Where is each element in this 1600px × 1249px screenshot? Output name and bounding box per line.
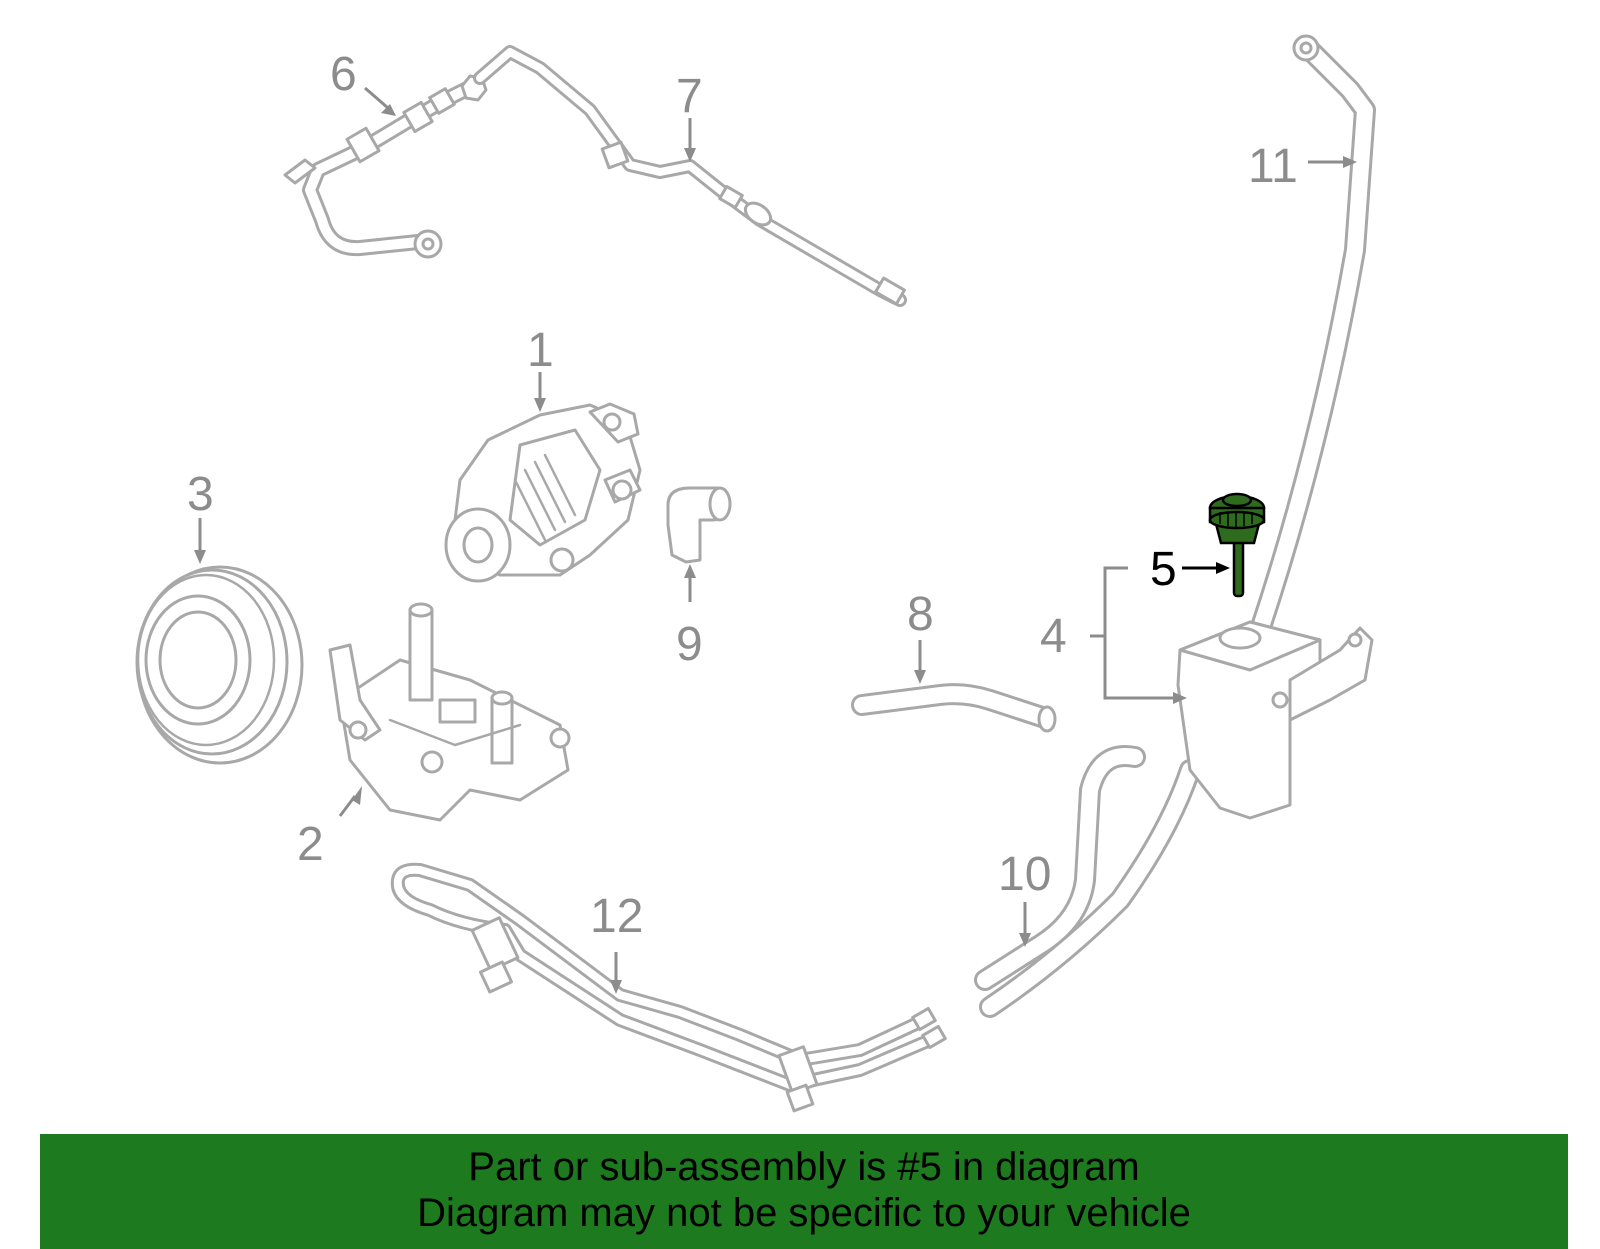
part-7-pressure-line[interactable] xyxy=(473,45,907,307)
callout-11: 11 xyxy=(1248,140,1298,193)
callout-10: 10 xyxy=(998,848,1051,901)
callout-1: 1 xyxy=(527,324,554,377)
info-banner: Part or sub-assembly is #5 in diagram Di… xyxy=(40,1134,1568,1249)
leader-lines xyxy=(194,86,1357,994)
callout-7: 7 xyxy=(676,70,703,123)
callout-labels: 6 7 1 3 9 2 8 11 4 5 10 12 xyxy=(187,48,1298,943)
callout-9: 9 xyxy=(676,618,703,671)
part-8-hose[interactable] xyxy=(851,683,1057,733)
part-10-return-hose[interactable] xyxy=(974,745,1146,991)
part-5-dipstick-cap[interactable] xyxy=(1208,492,1266,598)
part-6-pressure-hose[interactable] xyxy=(283,74,488,259)
callout-12: 12 xyxy=(590,890,643,943)
callout-3: 3 xyxy=(187,468,214,521)
banner-line-2: Diagram may not be specific to your vehi… xyxy=(417,1191,1191,1235)
part-1-power-steering-pump[interactable] xyxy=(444,402,642,583)
part-4-reservoir[interactable] xyxy=(1176,620,1374,820)
part-3-pulley[interactable] xyxy=(135,565,304,765)
banner-line-1: Part or sub-assembly is #5 in diagram xyxy=(468,1145,1140,1189)
callout-2: 2 xyxy=(297,818,324,871)
callout-4: 4 xyxy=(1040,610,1067,663)
callout-5: 5 xyxy=(1150,543,1177,596)
part-9-elbow-fitting[interactable] xyxy=(666,486,732,564)
part-2-pump-bracket[interactable] xyxy=(328,602,571,822)
part-11-hose[interactable] xyxy=(979,34,1376,1018)
callout-6: 6 xyxy=(330,48,357,101)
callout-8: 8 xyxy=(907,588,934,641)
part-12-lines[interactable] xyxy=(390,862,947,1113)
